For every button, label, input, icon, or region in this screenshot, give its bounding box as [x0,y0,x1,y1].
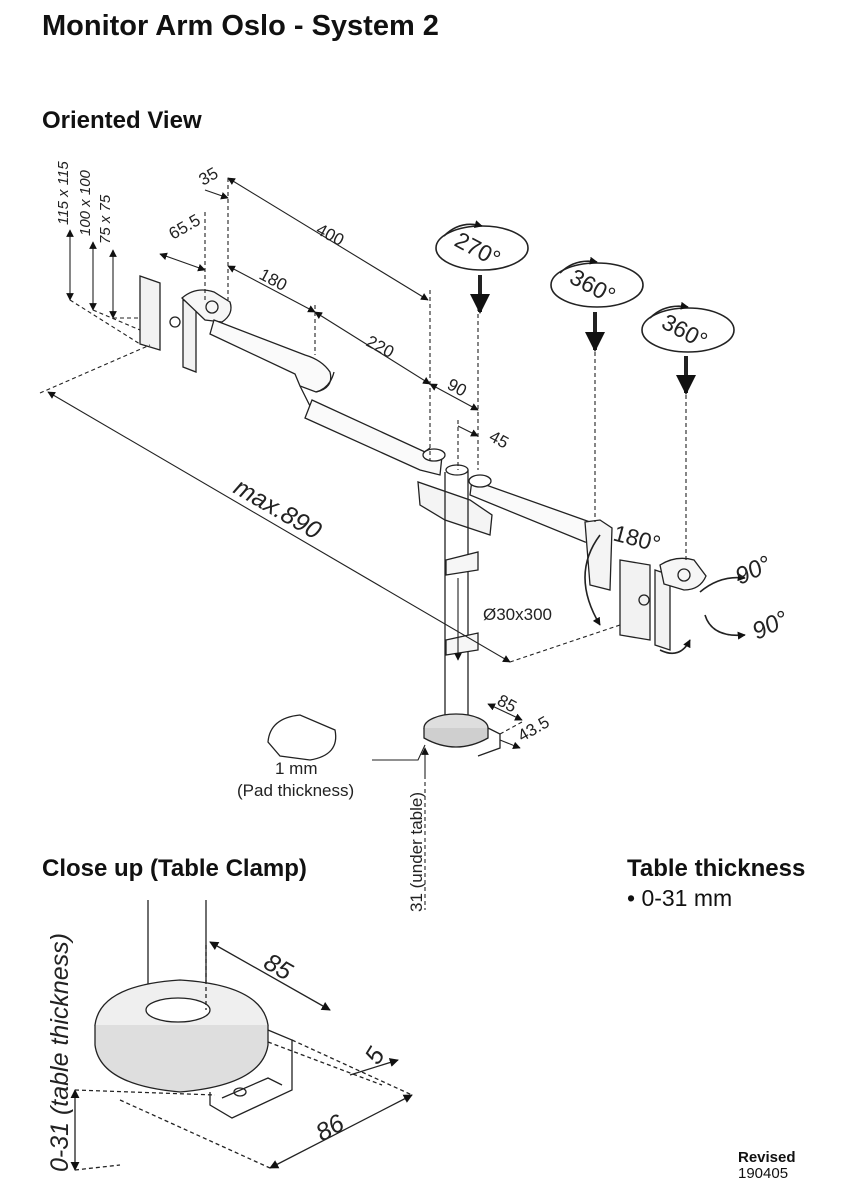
label-dim-43-5: 43.5 [515,712,553,745]
label-rot-360-b: 360° [658,308,712,353]
label-close-5: 5 [359,1042,390,1069]
close-up-clamp-bracket [209,1029,293,1119]
label-under-table: 31 (under table) [407,792,426,912]
label-pad-note: (Pad thickness) [237,781,354,800]
label-tilt-90-a: 90° [731,550,776,590]
label-dim-pole: Ø30x300 [483,605,552,624]
label-dim-max890: max.890 [229,473,326,545]
label-dim-35: 35 [196,164,222,190]
label-close-85: 85 [259,948,297,986]
section-title-table-thickness: Table thickness [627,855,806,882]
dimension-lines [39,177,687,910]
label-tilt-90-b: 90° [748,605,793,645]
tilt-90-arc-b [704,614,746,640]
label-close-86: 86 [311,1109,349,1147]
right-head [659,557,707,591]
revised-code: 190405 [738,1165,789,1182]
rotation-indicators [435,220,746,655]
page-title: Monitor Arm Oslo - System 2 [42,10,439,42]
left-lower-arm [304,399,443,476]
revised-label: Revised [738,1149,796,1166]
label-dim-90: 90 [444,375,470,401]
section-title-oriented-view: Oriented View [42,107,202,134]
left-vesa-plate [139,275,161,351]
rotation-180-arc [584,534,601,626]
label-vesa-115: 115 x 115 [55,161,72,225]
label-dim-220: 220 [363,332,397,362]
tilt-90-arc-a [699,573,746,593]
label-vesa-75: 75 x 75 [97,194,114,244]
revision-stamp: Revised 190405 [738,1150,796,1182]
left-upper-arm [209,319,332,393]
right-vesa-plate [619,559,651,641]
label-dim-85: 85 [494,691,520,717]
label-dim-45: 45 [486,427,512,453]
label-rot-270: 270° [451,226,505,271]
label-close-thickness: 0-31 (table thickness) [46,933,74,1172]
label-rot-180: 180° [611,520,664,557]
label-pad-mm: 1 mm [275,759,318,778]
label-dim-65-5: 65.5 [166,210,204,243]
label-rot-360-a: 360° [566,263,620,308]
close-up-drawing [70,900,413,1171]
section-title-close-up: Close up (Table Clamp) [42,855,307,882]
table-thickness-value: • 0-31 mm [627,885,733,911]
label-vesa-100: 100 x 100 [77,169,94,236]
pad [267,714,337,761]
label-dim-180: 180 [256,265,290,295]
oriented-view-drawing [139,275,707,761]
label-dim-400: 400 [313,220,347,250]
